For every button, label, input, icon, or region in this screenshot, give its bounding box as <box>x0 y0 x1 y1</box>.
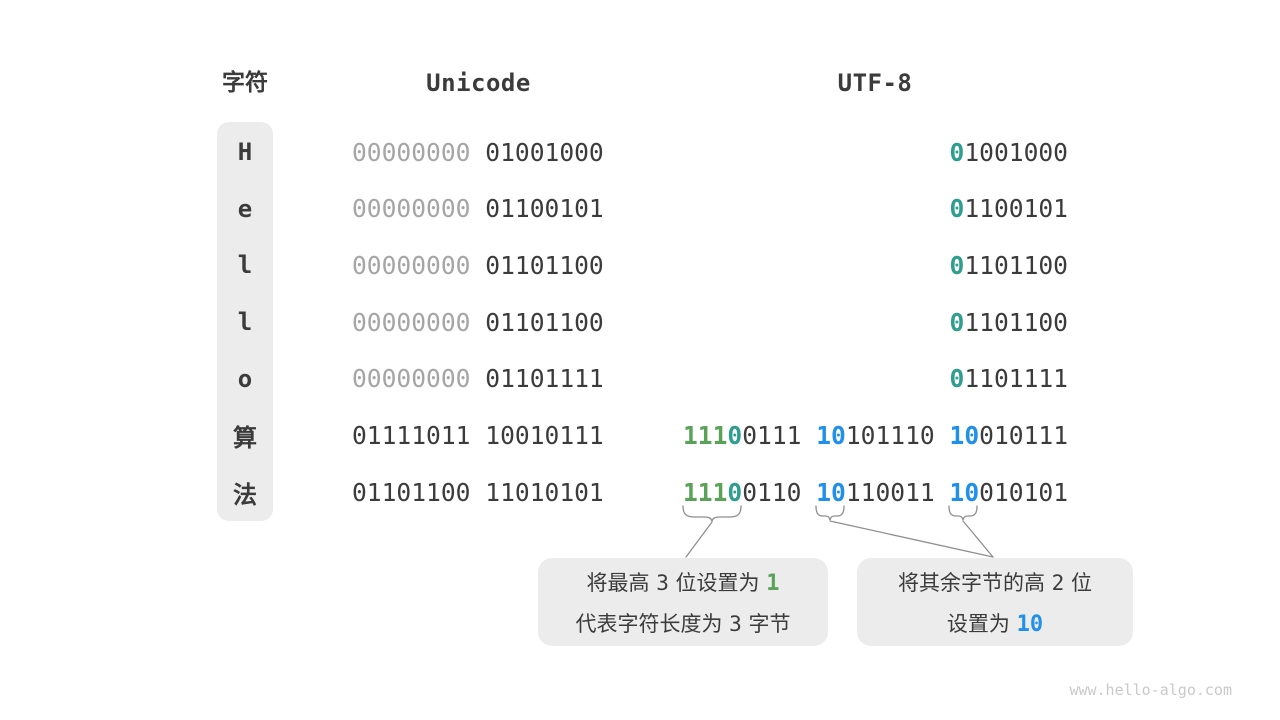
bit-segment-dark: 位设置为 <box>668 570 767 595</box>
byte-separator <box>470 194 485 223</box>
bit-segment-dark: 1001000 <box>964 137 1068 167</box>
bit-segment-dark: 位 <box>1064 570 1093 595</box>
bit-segment-blue: 10 <box>949 477 980 507</box>
bit-segment-teal: 0 <box>949 137 965 167</box>
bit-segment-green: 111 <box>682 420 728 450</box>
byte-separator <box>470 364 485 393</box>
bit-segment-dark: 代表字符长度为 <box>575 611 730 636</box>
bit-segment-dark: 字节 <box>741 611 791 636</box>
bit-segment-green: 1 <box>766 570 780 596</box>
bit-segment-dark: 1101111 <box>964 364 1068 394</box>
byte-separator <box>470 251 485 280</box>
bit-segment-green: 111 <box>682 477 728 507</box>
character-cell: 算 <box>233 423 257 452</box>
bit-segment-dark: 1100101 <box>964 194 1068 224</box>
bit-segment-dark: 101110 <box>845 420 935 450</box>
bit-segment-teal: 0 <box>949 194 965 224</box>
bit-segment-teal: 0 <box>727 477 743 507</box>
column-header-character: 字符 <box>222 70 268 96</box>
bit-segment-dark: 将其余字节的高 <box>897 570 1052 595</box>
unicode-binary-value: 00000000 01101100 <box>352 294 604 351</box>
byte-separator <box>801 421 816 450</box>
callout-3byte-prefix: 将最高 3 位设置为 1 代表字符长度为 3 字节 <box>538 558 828 646</box>
byte-separator <box>801 478 816 507</box>
byte-separator <box>935 421 950 450</box>
bit-segment-dark: 01100101 <box>485 194 604 224</box>
bit-segment-dark: 01101100 <box>485 250 604 280</box>
connector-left <box>685 521 713 558</box>
bit-segment-dark: 0110 <box>742 477 802 507</box>
character-cell: e <box>237 194 253 223</box>
bit-segment-gray: 00000000 <box>352 307 471 337</box>
character-cell: 法 <box>233 480 257 509</box>
byte-separator <box>470 138 485 167</box>
byte-separator <box>470 308 485 337</box>
bit-segment-dark: 010101 <box>979 477 1068 507</box>
bit-segment-dark: 11010101 <box>485 477 604 507</box>
bit-segment-blue: 10 <box>816 477 846 507</box>
callout-line: 代表字符长度为 3 字节 <box>575 608 790 638</box>
character-column-panel <box>217 122 273 521</box>
byte-separator <box>935 478 950 507</box>
bit-segment-gray: 00000000 <box>352 250 471 280</box>
bit-segment-dark: 1101100 <box>964 307 1068 337</box>
bit-segment-num: 2 <box>1051 570 1065 595</box>
bit-segment-blue: 10 <box>949 420 980 450</box>
connector-right-a <box>829 520 994 558</box>
bit-segment-num: 3 <box>729 611 742 636</box>
bit-segment-dark: 010111 <box>979 420 1068 450</box>
bit-segment-dark: 01101111 <box>485 364 604 394</box>
unicode-binary-value: 00000000 01001000 <box>352 124 604 181</box>
unicode-binary-value: 00000000 01100101 <box>352 180 604 237</box>
bit-segment-blue: 10 <box>1016 611 1044 637</box>
character-cell: o <box>237 364 253 393</box>
character-cell: l <box>237 251 253 280</box>
unicode-binary-value: 00000000 01101100 <box>352 237 604 294</box>
character-cell: l <box>237 308 253 337</box>
bit-segment-dark: 01101100 <box>352 477 471 507</box>
bit-segment-dark: 1101100 <box>964 250 1068 280</box>
bit-segment-dark: 10010111 <box>485 420 604 450</box>
bit-segment-teal: 0 <box>949 307 965 337</box>
bit-segment-num: 3 <box>656 570 669 595</box>
connector-right-b <box>962 520 994 558</box>
bit-segment-dark: 设置为 <box>946 611 1017 636</box>
bit-segment-dark: 01001000 <box>485 137 604 167</box>
bit-segment-teal: 0 <box>727 420 743 450</box>
unicode-binary-value: 00000000 01101111 <box>352 350 604 407</box>
byte-separator <box>470 478 485 507</box>
bit-segment-gray: 00000000 <box>352 137 471 167</box>
bit-segment-dark: 01101100 <box>485 307 604 337</box>
callout-line: 设置为 10 <box>947 608 1043 638</box>
bit-segment-dark: 将最高 <box>586 570 657 595</box>
callout-continuation-prefix: 将其余字节的高 2 位设置为 10 <box>857 558 1133 646</box>
bit-segment-dark: 110011 <box>845 477 935 507</box>
column-header-utf8: UTF-8 <box>837 69 913 97</box>
bit-segment-blue: 10 <box>816 420 846 450</box>
bit-segment-gray: 00000000 <box>352 194 471 224</box>
watermark: www.hello-algo.com <box>1069 681 1232 699</box>
callout-line: 将最高 3 位设置为 1 <box>587 567 780 597</box>
callout-line: 将其余字节的高 2 位 <box>898 567 1092 597</box>
bit-segment-dark: 0111 <box>742 420 802 450</box>
bit-segment-dark: 01111011 <box>352 420 471 450</box>
bit-segment-teal: 0 <box>949 250 965 280</box>
unicode-binary-value: 01101100 11010101 <box>352 464 604 521</box>
bit-segment-teal: 0 <box>949 364 965 394</box>
byte-separator <box>470 421 485 450</box>
bit-segment-gray: 00000000 <box>352 364 471 394</box>
unicode-binary-value: 01111011 10010111 <box>352 407 604 464</box>
column-header-unicode: Unicode <box>426 69 531 97</box>
character-cell: H <box>237 138 253 167</box>
